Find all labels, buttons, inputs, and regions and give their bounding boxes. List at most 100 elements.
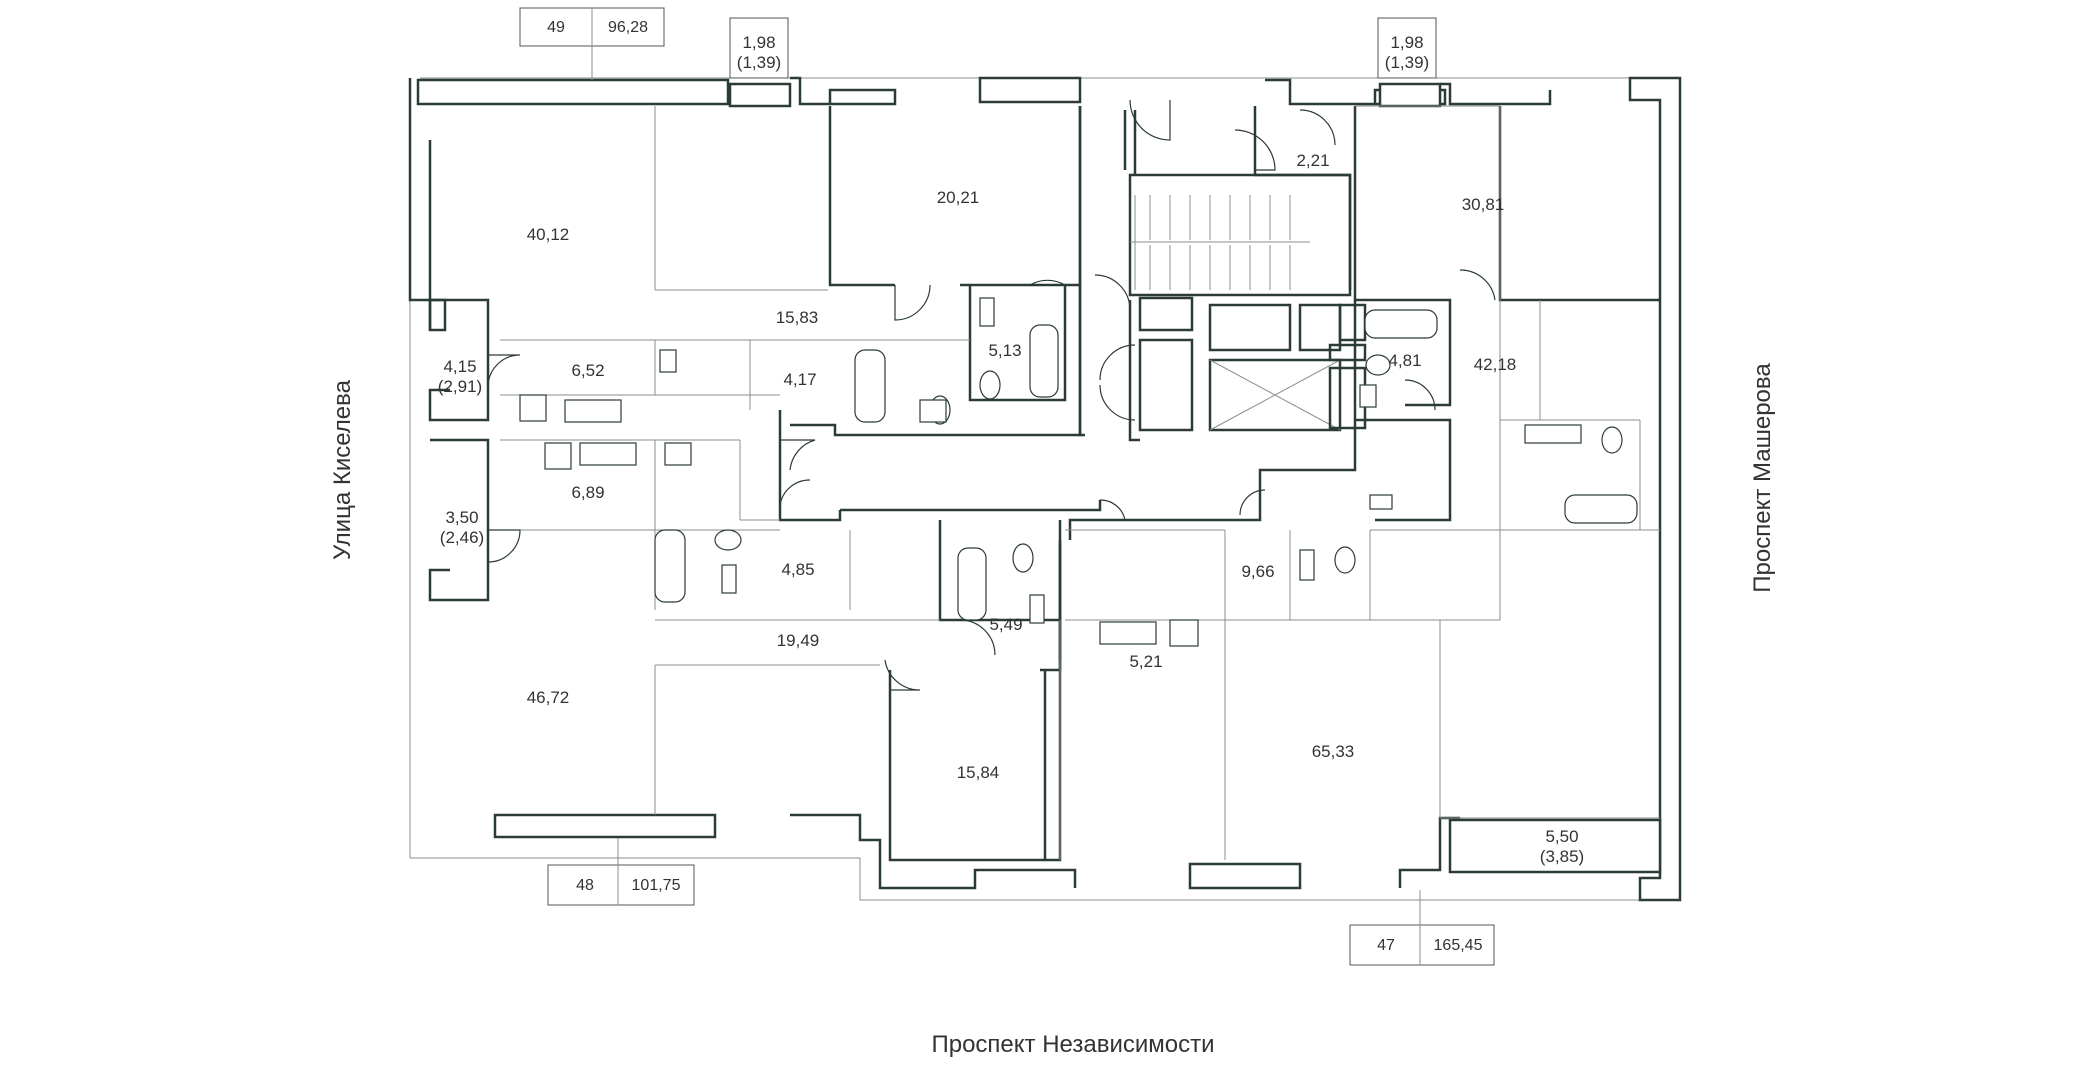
kitchen-sink-icon: [1099, 621, 1157, 645]
room-area-3-85: (3,85): [1540, 847, 1584, 866]
fixtures: [519, 297, 1638, 647]
toilet-icon: [1601, 426, 1623, 454]
door-9-66: [1239, 489, 1266, 516]
door-corridor-left: [779, 479, 811, 506]
sink-icon: [1359, 384, 1377, 408]
room-area-42-18: 42,18: [1474, 355, 1517, 374]
balcony-top-left: 1,98 (1,39): [729, 17, 789, 79]
toilet-icon: [714, 529, 742, 551]
bathtub-icon: [854, 349, 886, 423]
door-lift-left-upper: [1099, 344, 1136, 381]
street-label-left: Улица Киселева: [329, 379, 356, 560]
door-stair-top: [1129, 99, 1171, 141]
balcony-left-lower: [428, 438, 490, 602]
room-area-5-13: 5,13: [988, 341, 1021, 360]
room-area-4-15: 4,15: [443, 357, 476, 376]
door-5-13: [1029, 279, 1066, 286]
room-area-19-49: 19,49: [777, 631, 820, 650]
room-area-5-49: 5,49: [989, 615, 1022, 634]
sink-icon: [1029, 594, 1045, 624]
room-area-15-83: 15,83: [776, 308, 819, 327]
apartment-badge-49[interactable]: 49 96,28: [519, 7, 665, 47]
kitchen-sink-icon: [664, 442, 692, 466]
room-area-4-81: 4,81: [1388, 351, 1421, 370]
sink-icon: [1369, 494, 1393, 510]
wall-top-center: [978, 76, 1082, 104]
apartment-area: 165,45: [1434, 937, 1483, 954]
balcony-area: 1,98: [742, 33, 775, 52]
interior-walls: [778, 106, 1660, 862]
kitchen-sink-icon: [564, 399, 622, 423]
apartment-number: 49: [547, 19, 565, 36]
apartment-badge-48[interactable]: 48 101,75: [547, 864, 695, 906]
bathtub-icon: [1564, 494, 1638, 524]
balcony-left-sill: [728, 82, 792, 108]
apartment-number: 48: [576, 877, 594, 894]
door-corridor-mid: [1099, 499, 1126, 521]
sink-icon: [919, 399, 947, 423]
door-lift-left-lower: [1099, 384, 1136, 421]
street-label-right: Проспект Машерова: [1749, 363, 1776, 593]
wall-top-right: [1265, 78, 1447, 106]
doors: [487, 99, 1496, 691]
door-4-17: [780, 439, 816, 471]
balcony-right-sill: [1378, 82, 1442, 108]
partitions: [490, 105, 1660, 860]
apartment-number: 47: [1377, 937, 1395, 954]
toilet-icon: [1365, 354, 1391, 376]
door-2-21: [1234, 129, 1276, 171]
room-area-30-81: 30,81: [1462, 195, 1505, 214]
room-area-3-50: 3,50: [445, 508, 478, 527]
wall-bottom-center: [1188, 862, 1302, 890]
room-area-65-33: 65,33: [1312, 742, 1355, 761]
sink-icon: [721, 564, 737, 594]
toilet-icon: [1334, 546, 1356, 574]
wall-right: [1628, 76, 1682, 902]
room-area-2-91: (2,91): [438, 377, 482, 396]
room-labels: 40,12 20,21 2,21 30,81 15,83 4,15 (2,91)…: [438, 151, 1584, 866]
wall-bottom-left: [493, 813, 717, 839]
door-4-81: [1404, 379, 1436, 411]
room-area-9-66: 9,66: [1241, 562, 1274, 581]
door-balcony-upper: [487, 354, 521, 388]
cooktop-icon: [544, 442, 572, 470]
balcony-net-area: (1,39): [737, 53, 781, 72]
room-area-2-21: 2,21: [1296, 151, 1329, 170]
balcony-top-right: 1,98 (1,39): [1377, 17, 1437, 79]
sink-icon: [979, 297, 995, 327]
wall-top-mid: [790, 76, 897, 106]
apartment-badge-47[interactable]: 47 165,45: [1349, 924, 1495, 966]
wall-top-left: [416, 78, 730, 106]
room-area-15-84: 15,84: [957, 763, 1000, 782]
balcony-area: 1,98: [1390, 33, 1423, 52]
room-area-5-50: 5,50: [1545, 827, 1578, 846]
bathtub-icon: [957, 547, 987, 621]
bathtub-icon: [654, 529, 686, 603]
cooktop-icon: [519, 394, 547, 422]
room-area-46-72: 46,72: [527, 688, 570, 707]
building-outline: [408, 76, 1682, 902]
room-area-6-89: 6,89: [571, 483, 604, 502]
kitchen-sink-icon: [579, 442, 637, 466]
room-area-5-21: 5,21: [1129, 652, 1162, 671]
room-area-40-12: 40,12: [527, 225, 570, 244]
apartment-area: 96,28: [608, 19, 648, 36]
apartment-area: 101,75: [632, 877, 681, 894]
door-20-21: [894, 284, 931, 321]
wall-bottom-mid: [790, 813, 1077, 890]
balcony-right-bottom: [1448, 818, 1662, 874]
room-area-2-46: (2,46): [440, 528, 484, 547]
door-30-81: [1299, 109, 1336, 146]
room-area-4-17: 4,17: [783, 370, 816, 389]
door-5-49: [959, 619, 996, 656]
toilet-icon: [979, 370, 1001, 400]
bathtub-icon: [1029, 324, 1059, 398]
kitchen-sink-icon: [1524, 424, 1582, 444]
balcony-net-area: (1,39): [1385, 53, 1429, 72]
room-area-4-85: 4,85: [781, 560, 814, 579]
street-label-bottom: Проспект Независимости: [931, 1031, 1214, 1058]
door-15-84: [884, 659, 921, 691]
staircase: [1130, 195, 1310, 290]
door-42-18: [1459, 269, 1496, 301]
